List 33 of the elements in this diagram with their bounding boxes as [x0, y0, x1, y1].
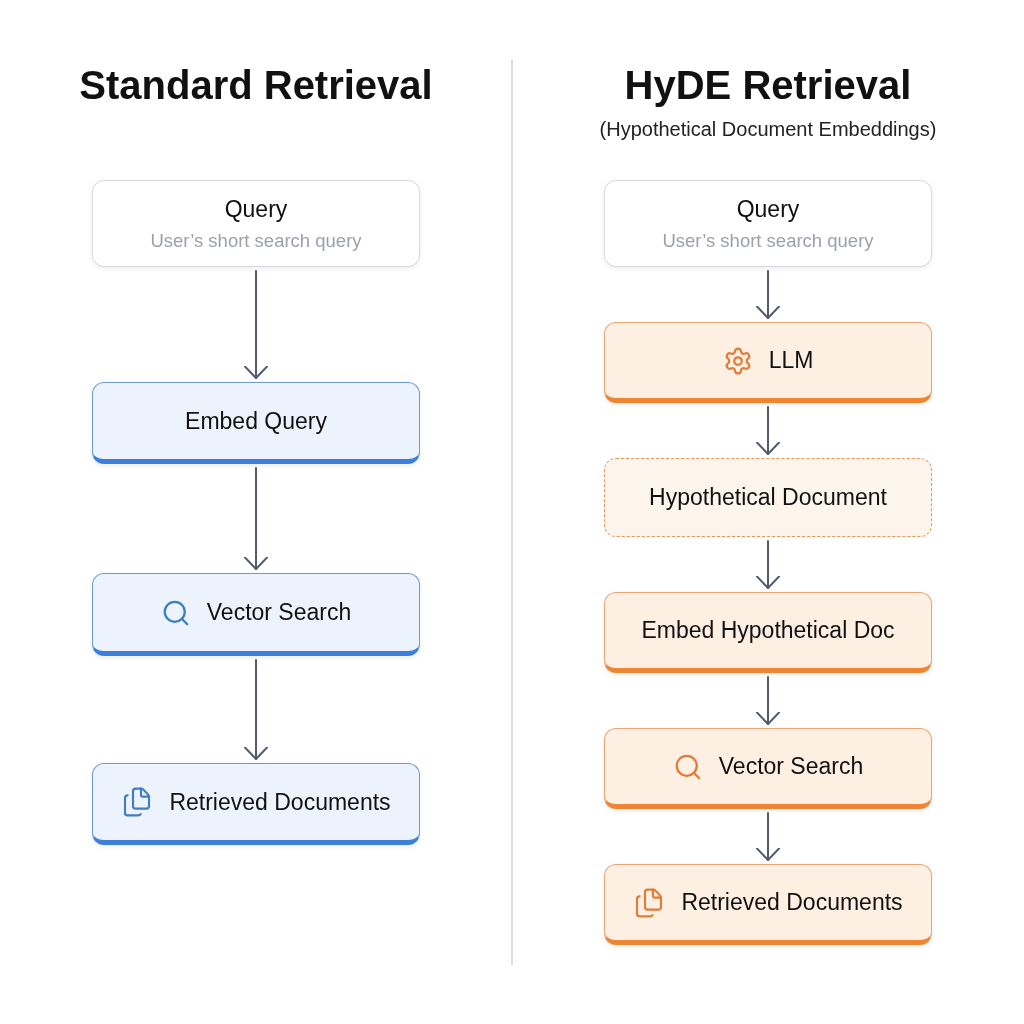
box-subtitle: User’s short search query — [150, 229, 362, 253]
process-box — [604, 322, 932, 403]
box-title: Query — [224, 194, 288, 224]
column-heading: HyDE Retrieval — [624, 63, 912, 107]
box-title: Hypothetical Document — [649, 483, 887, 512]
process-box — [92, 382, 420, 464]
arrow — [756, 540, 780, 589]
arrow — [756, 270, 780, 319]
dashed-box — [604, 458, 932, 537]
box-title: Vector Search — [206, 598, 352, 627]
process-box — [604, 728, 932, 809]
arrow — [756, 406, 780, 455]
process-box — [92, 573, 420, 656]
box-title: Embed Query — [185, 406, 327, 436]
process-box — [604, 864, 932, 945]
process-box — [92, 763, 420, 845]
box-title: Query — [736, 194, 800, 224]
box-title: Embed Hypothetical Doc — [641, 616, 895, 645]
box-subtitle: User’s short search query — [662, 229, 874, 253]
column-subheading: (Hypothetical Document Embeddings) — [599, 118, 937, 140]
box-title: LLM — [768, 346, 814, 375]
arrow — [756, 812, 780, 861]
process-box — [604, 180, 932, 267]
arrow — [756, 676, 780, 725]
arrow — [244, 467, 268, 570]
column-heading: Standard Retrieval — [79, 63, 433, 107]
box-title: Retrieved Documents — [169, 787, 391, 817]
process-box — [604, 592, 932, 673]
arrow — [244, 659, 268, 760]
arrow — [244, 270, 268, 379]
box-title: Vector Search — [718, 752, 864, 781]
box-title: Retrieved Documents — [681, 888, 903, 917]
process-box — [92, 180, 420, 267]
